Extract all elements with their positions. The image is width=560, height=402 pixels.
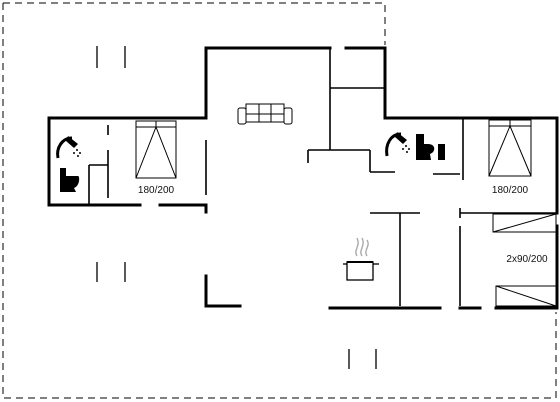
double-bed-icon — [135, 120, 177, 179]
cooking-pot-icon — [343, 237, 379, 281]
toilet-icon — [60, 168, 80, 192]
bed-size-label: 180/200 — [492, 185, 529, 196]
terrace-marks — [96, 46, 377, 369]
bunk-bed-icon — [492, 213, 557, 307]
bunk-bed-size-label: 2x90/200 — [506, 254, 548, 265]
bed-size-label: 180/200 — [138, 185, 175, 196]
shower-icon — [385, 132, 410, 157]
shower-icon — [56, 136, 81, 159]
sofa-icon — [237, 103, 293, 125]
exterior-walls — [47, 46, 559, 310]
plot-boundary — [2, 2, 557, 399]
double-bed-icon — [488, 119, 532, 177]
toilet-icon — [416, 134, 445, 160]
interior-walls — [88, 48, 557, 306]
